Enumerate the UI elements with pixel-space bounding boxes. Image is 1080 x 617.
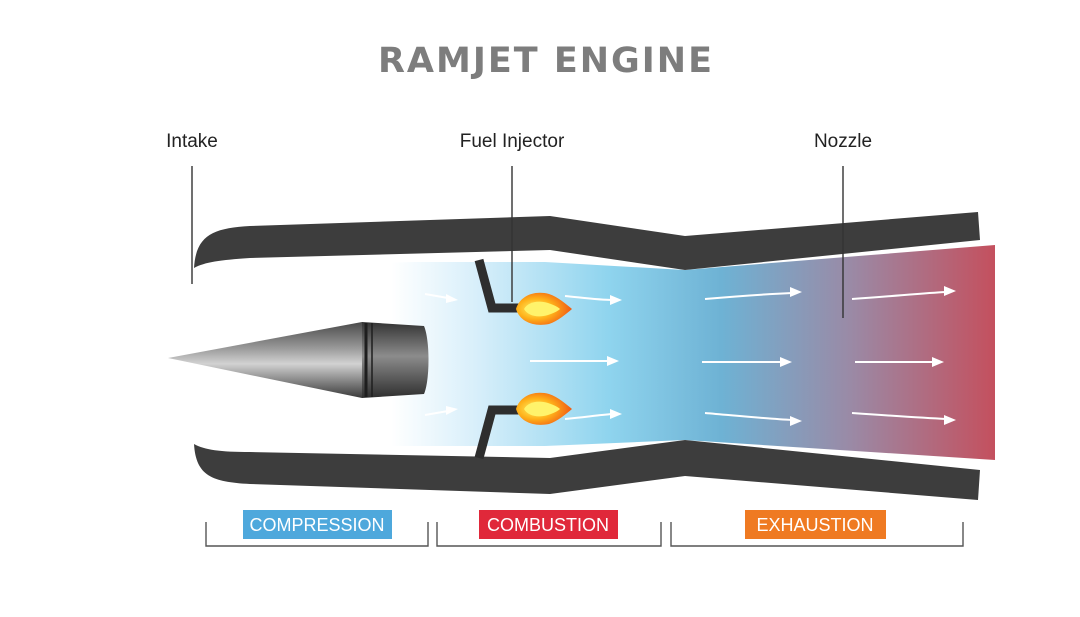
flow-arrow <box>564 409 622 420</box>
inlet-cone-body <box>362 322 429 398</box>
upper-fuel-injector <box>474 258 522 313</box>
lower-flame-core <box>524 401 560 417</box>
flow-arrow <box>424 406 458 416</box>
flow-arrow <box>851 412 956 425</box>
nozzle-label: Nozzle <box>814 131 872 152</box>
flow-arrow <box>704 287 802 300</box>
flow-arrow <box>704 412 802 426</box>
lower-fuel-injector <box>474 405 522 460</box>
flow-arrows <box>424 286 956 426</box>
intake-label: Intake <box>166 131 218 152</box>
flow-arrow <box>424 293 458 303</box>
upper-flame-core <box>524 301 560 317</box>
combustion-label: COMBUSTION <box>487 515 609 535</box>
flow-arrow <box>855 357 944 367</box>
flow-arrow <box>564 295 622 305</box>
compression-badge <box>243 510 392 539</box>
page-title: RAMJET ENGINE <box>378 41 714 81</box>
flow-arrow <box>530 356 619 366</box>
inlet-cone <box>168 322 362 398</box>
airflow-channel <box>190 245 995 460</box>
compression-label: COMPRESSION <box>249 515 384 535</box>
combustion-bracket <box>436 522 662 547</box>
combustion-badge <box>479 510 618 539</box>
exhaustion-label: EXHAUSTION <box>756 515 873 535</box>
exhaustion-badge <box>745 510 886 539</box>
compression-bracket <box>205 522 429 547</box>
flow-arrow <box>702 357 792 367</box>
flow-arrow <box>851 286 956 300</box>
fuel-injector-label: Fuel Injector <box>460 131 565 152</box>
exhaustion-bracket <box>670 522 964 547</box>
upper-casing <box>194 212 980 270</box>
lower-casing <box>194 440 980 500</box>
